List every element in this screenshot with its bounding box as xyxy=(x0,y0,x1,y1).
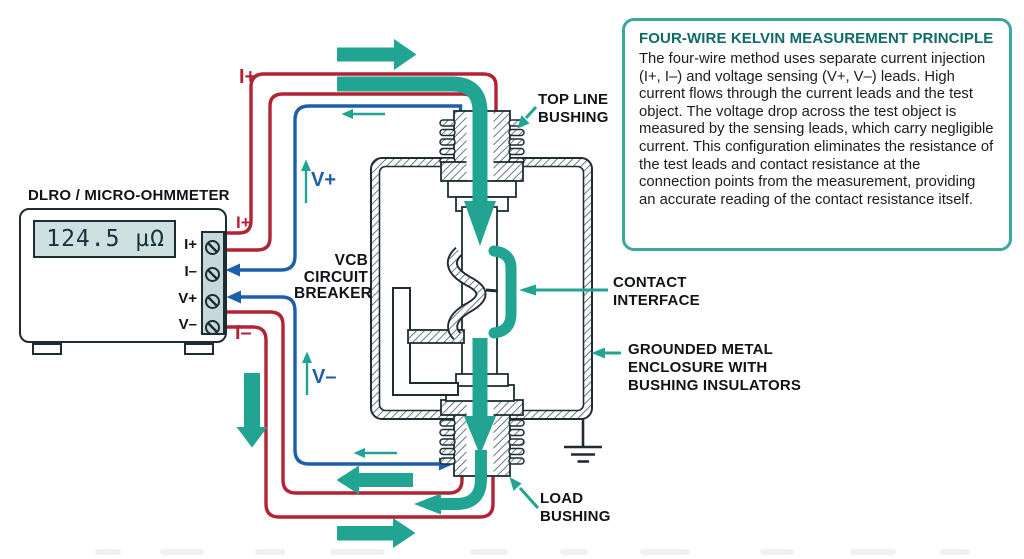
terminal-label-v-minus: V– xyxy=(178,316,197,333)
operating-rod-bracket xyxy=(392,287,459,396)
meter-title: DLRO / MICRO-OHMMETER xyxy=(28,187,230,204)
wire-label-i-plus-terminal: I+ xyxy=(236,213,251,232)
direction-arrows xyxy=(301,109,397,458)
micro-ohmmeter: 124.5 µΩ I+ I– V+ V– xyxy=(19,208,227,343)
label-load-bushing: LOAD BUSHING xyxy=(540,490,611,525)
terminal-screw-i-plus[interactable] xyxy=(205,239,220,255)
terminal-block xyxy=(201,231,225,335)
meter-foot-left xyxy=(32,343,62,355)
label-contact-interface: CONTACT INTERFACE xyxy=(613,274,700,309)
label-leader-arrows xyxy=(509,105,621,510)
terminal-label-i-plus: I+ xyxy=(184,236,197,253)
main-current-path xyxy=(337,76,517,515)
terminal-screw-v-plus[interactable] xyxy=(205,293,220,309)
moving-contact-arm xyxy=(446,246,487,340)
flow-arrow-right-bottom-icon xyxy=(337,518,416,548)
current-flow-arrows xyxy=(236,39,417,548)
flow-arrow-down-left-icon xyxy=(236,373,268,448)
label-vcb-circuit-breaker: VCB CIRCUIT BREAKER xyxy=(294,252,373,302)
flow-arrow-right-top-icon xyxy=(337,39,417,70)
flow-arrow-left-bottom-icon xyxy=(336,465,413,495)
terminal-label-v-plus: V+ xyxy=(178,290,197,307)
meter-foot-right xyxy=(184,343,214,355)
info-box-body: The four-wire method uses separate curre… xyxy=(639,51,994,208)
terminal-screw-v-minus[interactable] xyxy=(205,319,220,335)
contact-touch-point xyxy=(485,288,499,293)
info-box: FOUR-WIRE KELVIN MEASUREMENT PRINCIPLE T… xyxy=(622,18,1012,251)
ground-icon xyxy=(564,419,602,463)
interrupter-mechanism xyxy=(392,246,499,396)
fixed-contact-interface xyxy=(488,245,517,339)
wire-label-v-minus: V– xyxy=(312,366,337,388)
label-grounded-enclosure: GROUNDED METAL ENCLOSURE WITH BUSHING IN… xyxy=(628,341,802,394)
info-box-title: FOUR-WIRE KELVIN MEASUREMENT PRINCIPLE xyxy=(639,30,994,47)
wire-label-v-plus: V+ xyxy=(311,169,337,191)
terminal-label-i-minus: I– xyxy=(184,263,197,280)
meter-display: 124.5 µΩ xyxy=(33,220,176,258)
label-top-line-bushing: TOP LINE BUSHING xyxy=(538,91,609,126)
wire-label-i-plus-top: I+ xyxy=(239,66,257,88)
terminal-screw-i-minus[interactable] xyxy=(205,266,220,282)
top-line-bushing xyxy=(439,110,525,212)
wire-label-i-minus: I– xyxy=(235,322,252,344)
load-bushing xyxy=(439,373,525,477)
